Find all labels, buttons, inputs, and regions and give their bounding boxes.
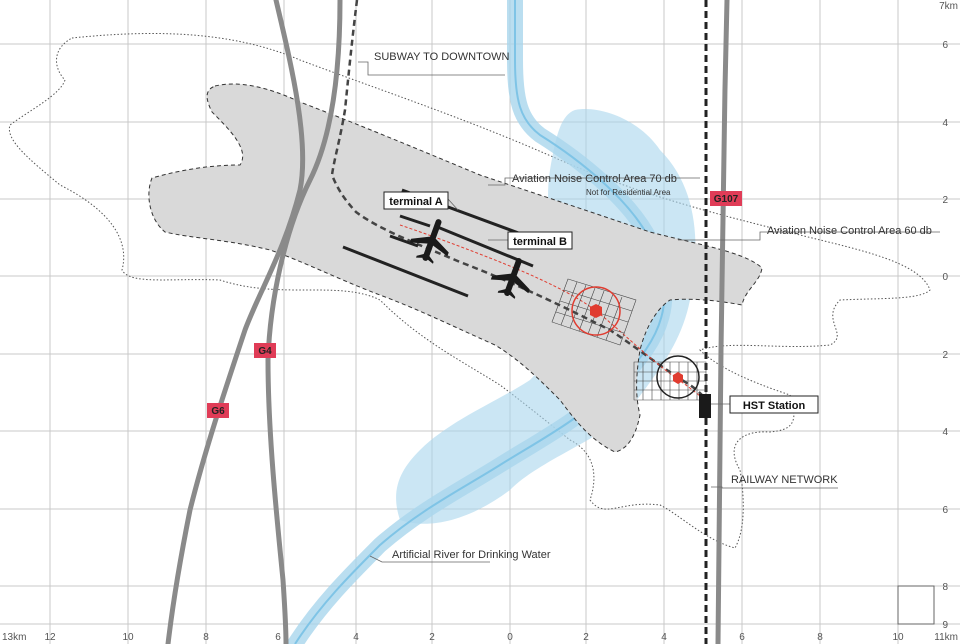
leader-lines	[358, 61, 940, 563]
tick-label: 11km	[934, 632, 958, 643]
development-grid-a	[551, 278, 637, 346]
tick-label: 6	[739, 632, 745, 643]
noise-70db-label: Aviation Noise Control Area 70 db	[512, 173, 677, 185]
tick-label: 8	[203, 632, 209, 643]
tick-label: 6	[275, 632, 281, 643]
tick-label: 2	[942, 195, 948, 206]
top-axis-ticks: 7km 6 4 2 0 2 4 6 8 9	[939, 1, 958, 631]
facility-marker-a	[571, 286, 621, 336]
tick-label: 4	[942, 427, 948, 438]
tick-label: 13km	[2, 632, 26, 643]
scale-box	[897, 585, 935, 625]
tick-label: 8	[942, 582, 948, 593]
tick-label: 0	[942, 272, 948, 283]
terminal-a-label-box: terminal A	[383, 191, 449, 210]
terminal-b-label: terminal B	[513, 236, 567, 248]
tick-label: 9	[942, 620, 948, 631]
shield-g4: G4	[254, 343, 276, 358]
subway-line	[330, 0, 709, 403]
river-label: Artificial River for Drinking Water	[392, 549, 551, 561]
tick-label: 7km	[939, 1, 958, 12]
noise-60db-contour	[8, 33, 931, 549]
facility-marker-b	[656, 355, 700, 399]
noise-70db-sublabel: Not for Residential Area	[586, 188, 671, 197]
tick-label: 10	[892, 632, 904, 643]
hst-station-label-box: HST Station	[729, 395, 819, 414]
tick-label: 4	[942, 118, 948, 129]
shield-g6-text: G6	[211, 406, 225, 417]
facility-marker-icon	[673, 372, 683, 384]
facility-marker-icon	[590, 304, 602, 318]
tick-label: 4	[353, 632, 359, 643]
bottom-axis-ticks: 13km 12 10 8 6 4 2 0 2 4 6 8 10 11km	[2, 632, 958, 643]
terminal-b-label-box: terminal B	[507, 231, 573, 250]
terminal-a-label: terminal A	[389, 196, 442, 208]
tick-label: 10	[122, 632, 134, 643]
tick-label: 6	[942, 505, 948, 516]
tick-label: 4	[661, 632, 667, 643]
highway-g107	[715, 0, 730, 644]
noise-60db-label: Aviation Noise Control Area 60 db	[767, 225, 932, 237]
shield-g4-text: G4	[258, 346, 272, 357]
tick-label: 8	[817, 632, 823, 643]
railway-label: RAILWAY NETWORK	[731, 474, 838, 486]
tick-label: 6	[942, 40, 948, 51]
airplane-icon	[409, 219, 449, 264]
highway-g6	[165, 0, 306, 644]
shield-g6: G6	[207, 403, 229, 418]
hst-station-label: HST Station	[743, 400, 806, 412]
train-station-icon	[699, 394, 711, 418]
tick-label: 12	[44, 632, 56, 643]
subway-label: SUBWAY TO DOWNTOWN	[374, 51, 510, 63]
tick-label: 0	[507, 632, 513, 643]
tick-label: 2	[429, 632, 435, 643]
shield-g107-text: G107	[714, 194, 739, 205]
tick-label: 2	[583, 632, 589, 643]
shield-g107: G107	[710, 191, 742, 206]
airplane-icon	[490, 258, 530, 299]
tick-label: 2	[942, 350, 948, 361]
